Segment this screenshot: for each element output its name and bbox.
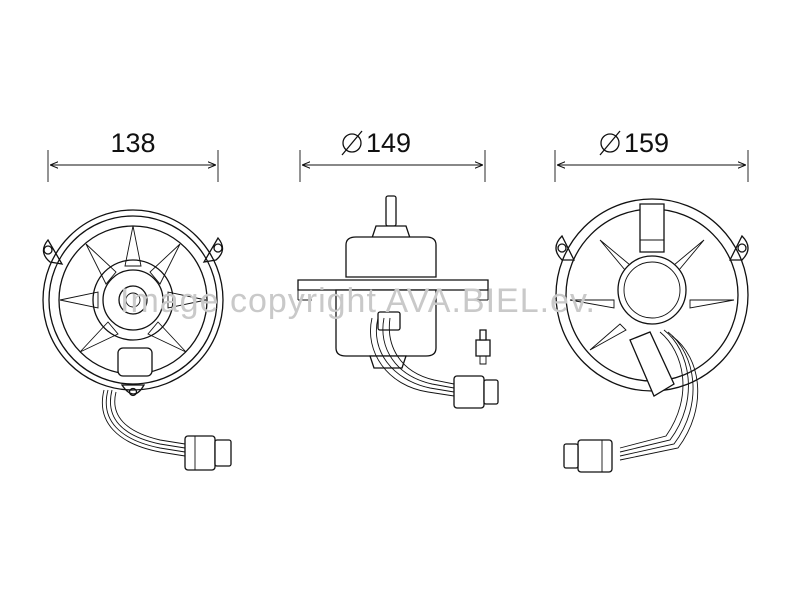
diameter-symbol [341, 130, 363, 156]
dimension-right: 159 [554, 128, 749, 182]
dimension-left: 138 [47, 128, 219, 182]
dimension-left-value: 138 [110, 128, 155, 158]
watermark-text: Image copyright AVA.BIEL.ev. [120, 282, 596, 320]
diameter-symbol [599, 130, 621, 156]
dimension-middle: 149 [299, 128, 486, 182]
dimension-middle-value: 149 [366, 128, 411, 158]
front-view: 138 [42, 128, 232, 471]
rear-view: 159 [554, 128, 749, 473]
dimension-right-value: 159 [624, 128, 669, 158]
side-view: 149 [297, 128, 499, 409]
